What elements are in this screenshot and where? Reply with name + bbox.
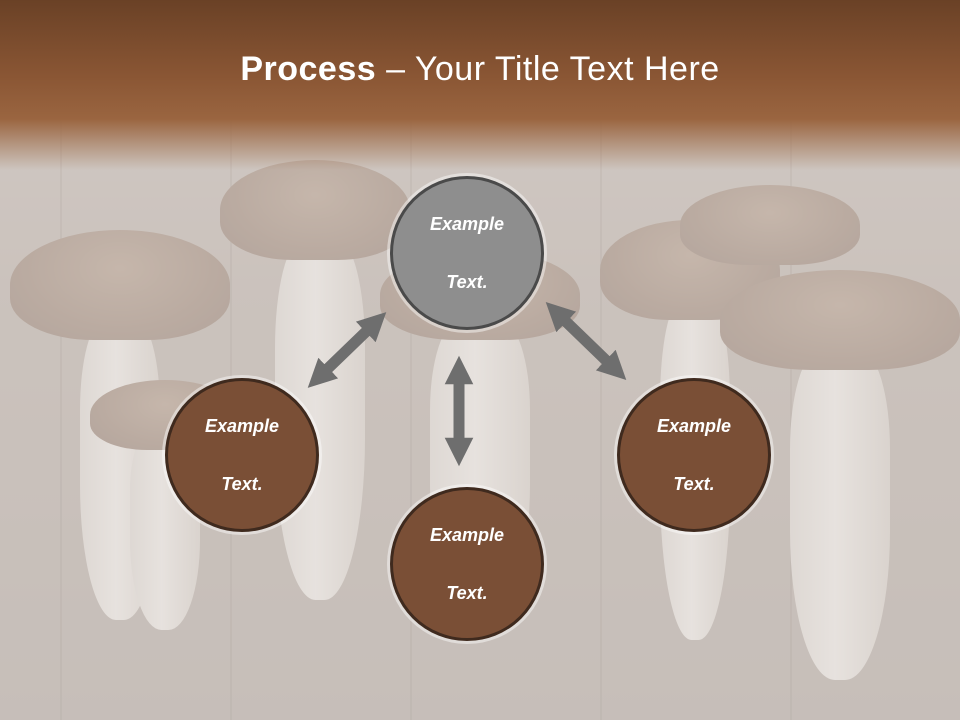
node-right-line1: Example <box>656 415 732 436</box>
node-top-line1: Example <box>429 213 505 234</box>
node-bottom-line1: Example <box>429 524 505 545</box>
node-right-line2: Text. <box>673 473 715 494</box>
slide-title: Process – Your Title Text Here <box>0 50 960 89</box>
title-text: Your Title Text Here <box>414 50 720 88</box>
node-left-line1: Example <box>204 415 280 436</box>
title-bold: Process <box>240 50 377 88</box>
double-arrow-icon <box>545 302 627 380</box>
node-top-line2: Text. <box>446 271 488 292</box>
double-arrow-icon <box>307 312 387 388</box>
node-bottom-line2: Text. <box>446 582 488 603</box>
title-dash: – <box>376 50 415 88</box>
title-band <box>0 0 960 170</box>
node-left-line2: Text. <box>221 473 263 494</box>
